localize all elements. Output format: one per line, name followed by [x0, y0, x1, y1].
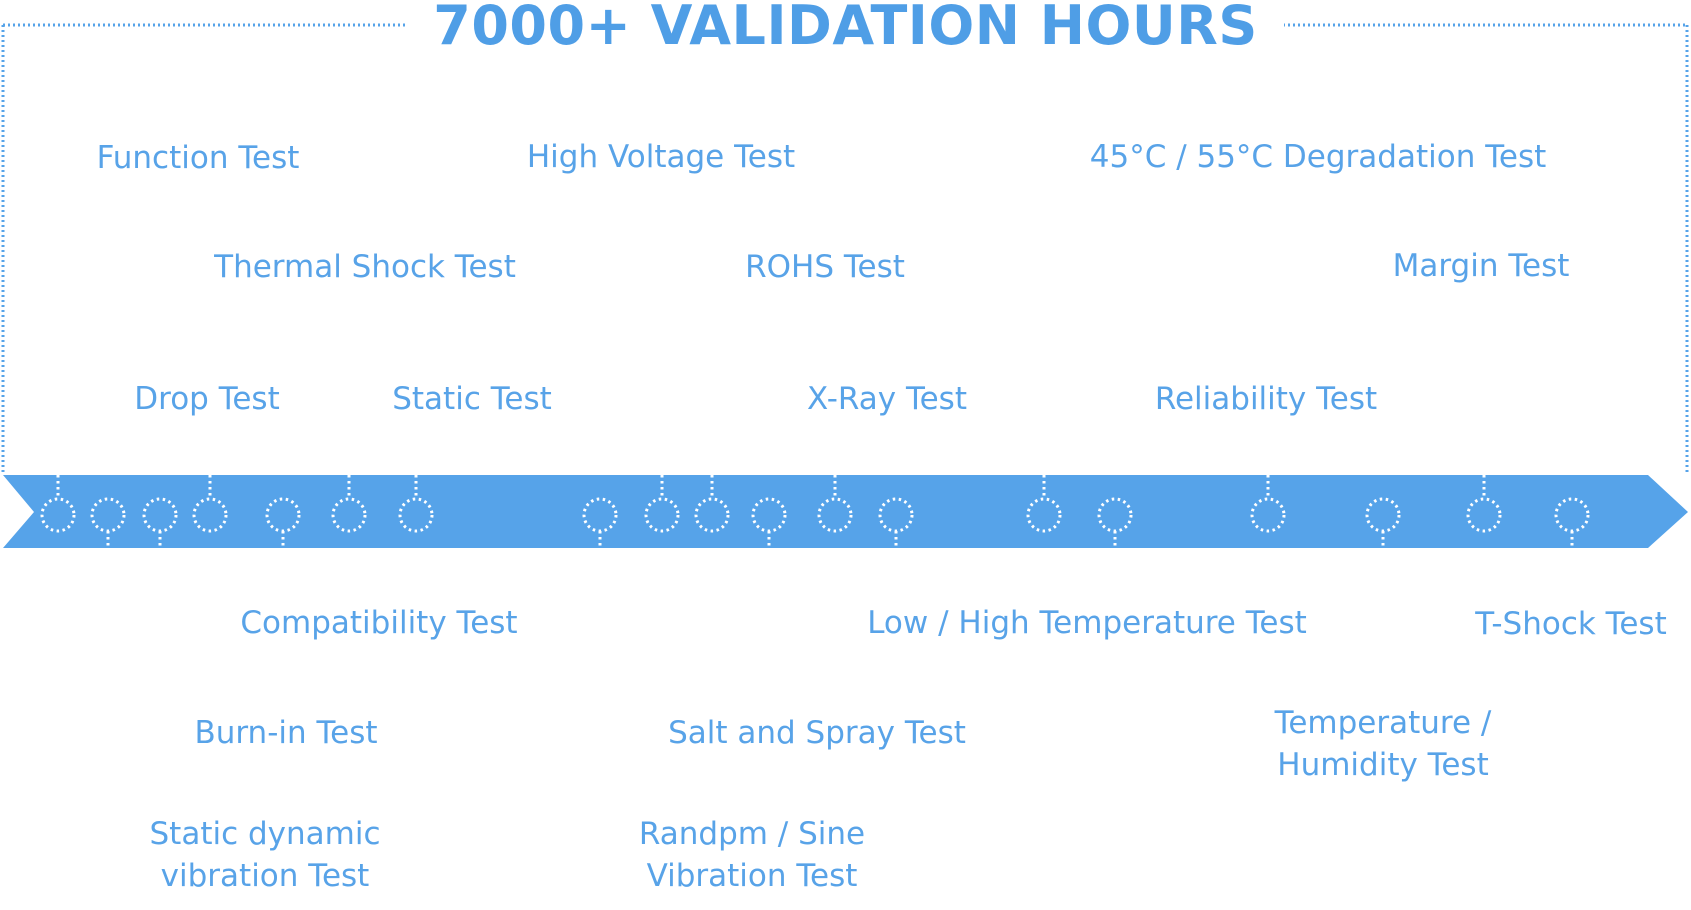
marker-ring	[265, 497, 301, 533]
marker-ring	[192, 497, 228, 533]
timeline-marker	[192, 475, 228, 533]
test-x-ray: X-Ray Test	[807, 381, 967, 417]
marker-ring	[1097, 497, 1133, 533]
timeline-marker	[1554, 497, 1590, 548]
test-low-high-temperature: Low / High Temperature Test	[867, 605, 1307, 641]
marker-ring	[40, 497, 76, 533]
test-drop: Drop Test	[134, 381, 280, 417]
marker-ring	[751, 497, 787, 533]
test-static: Static Test	[392, 381, 552, 417]
timeline-marker	[398, 475, 434, 533]
test-compatibility: Compatibility Test	[240, 605, 518, 641]
timeline-marker	[1250, 475, 1286, 533]
timeline-marker	[694, 475, 730, 533]
marker-ring	[582, 497, 618, 533]
timeline-marker	[1026, 475, 1062, 533]
timeline-arrow	[3, 475, 1688, 548]
test-reliability: Reliability Test	[1154, 381, 1378, 417]
test-degradation: 45°C / 55°C Degradation Test	[1089, 139, 1547, 175]
marker-ring	[644, 497, 680, 533]
dotted-frame	[1, 23, 1689, 475]
timeline-markers	[40, 475, 1590, 548]
marker-ring	[878, 497, 914, 533]
marker-ring	[1554, 497, 1590, 533]
timeline-marker	[582, 497, 618, 548]
timeline-marker	[1466, 475, 1502, 533]
test-temperature-humidity: Temperature / Humidity Test	[1274, 705, 1492, 783]
marker-ring	[1026, 497, 1062, 533]
marker-ring	[1365, 497, 1401, 533]
timeline-marker	[265, 497, 301, 548]
timeline-marker	[142, 497, 178, 548]
timeline-marker	[878, 497, 914, 548]
timeline-marker	[817, 475, 853, 533]
marker-ring	[817, 497, 853, 533]
test-function: Function Test	[96, 140, 300, 176]
marker-ring	[142, 497, 178, 533]
timeline-marker	[1365, 497, 1401, 548]
marker-ring	[1466, 497, 1502, 533]
timeline-marker	[751, 497, 787, 548]
test-thermal-shock: Thermal Shock Test	[214, 249, 516, 285]
marker-ring	[331, 497, 367, 533]
timeline-marker	[1097, 497, 1133, 548]
test-burn-in: Burn-in Test	[194, 715, 378, 751]
timeline-marker	[644, 475, 680, 533]
marker-ring	[90, 497, 126, 533]
test-static-dynamic-vibration: Static dynamic vibration Test	[149, 816, 381, 894]
marker-ring	[1250, 497, 1286, 533]
test-margin: Margin Test	[1392, 248, 1570, 284]
test-t-shock: T-Shock Test	[1475, 606, 1667, 642]
marker-ring	[694, 497, 730, 533]
timeline-marker	[331, 475, 367, 533]
test-random-sine-vibration: Randpm / Sine Vibration Test	[638, 816, 866, 894]
timeline-marker	[40, 475, 76, 533]
test-salt-spray: Salt and Spray Test	[668, 715, 966, 751]
test-high-voltage: High Voltage Test	[526, 139, 796, 175]
timeline-marker	[90, 497, 126, 548]
marker-ring	[398, 497, 434, 533]
test-rohs: ROHS Test	[745, 249, 905, 285]
